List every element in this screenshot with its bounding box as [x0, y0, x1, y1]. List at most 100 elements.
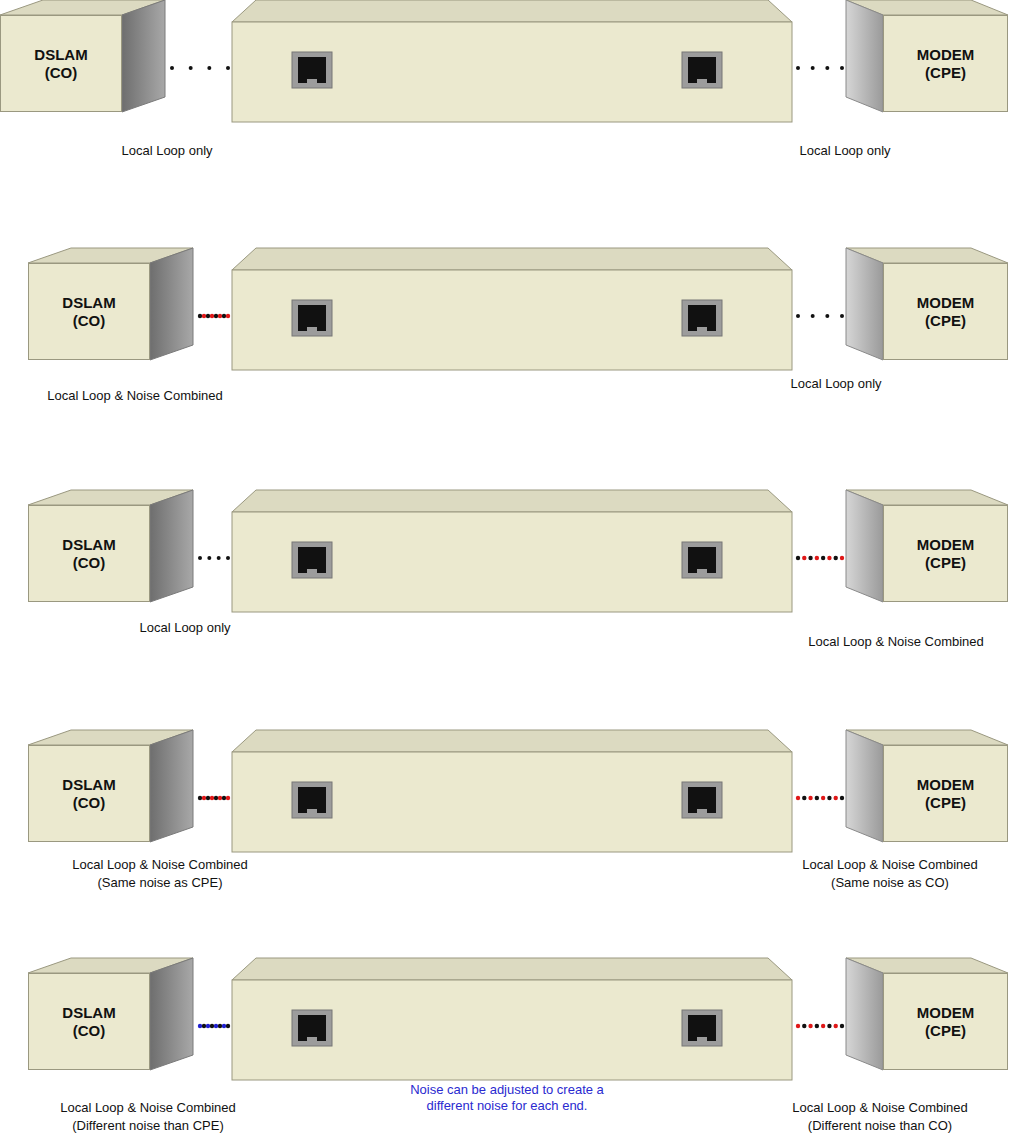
caption-label: Local Loop & Noise Combined — [72, 857, 248, 873]
loop-dot — [226, 796, 230, 800]
device-lid — [232, 958, 792, 980]
device-body — [232, 270, 792, 370]
loop-dot — [210, 796, 214, 800]
rj45-jack — [298, 1015, 326, 1041]
loop-dot — [821, 796, 825, 800]
device-name: DSLAM (CO) — [52, 294, 126, 330]
rj45-port — [292, 300, 332, 336]
dslam-box: DSLAM (CO) — [28, 263, 150, 360]
rj45-port — [682, 300, 722, 336]
loop-dot — [222, 796, 226, 800]
rj45-tab — [307, 79, 317, 83]
loop-dot — [218, 1024, 222, 1028]
rj45-jack — [298, 787, 326, 813]
loop-dot — [214, 1024, 218, 1028]
rj45-tab — [697, 569, 707, 573]
rj45-jack — [688, 1015, 716, 1041]
caption-label: Local Loop only — [121, 143, 212, 159]
device-body — [232, 512, 792, 612]
loop-dot — [202, 796, 206, 800]
loop-dot — [840, 66, 844, 70]
rj45-tab — [697, 79, 707, 83]
caption-label: Local Loop & Noise Combined — [808, 634, 984, 650]
cube-side — [150, 248, 193, 360]
loop-dot — [206, 314, 210, 318]
rj45-jack — [688, 787, 716, 813]
note-text: Noise can be adjusted to create a differ… — [387, 1082, 627, 1114]
loop-dot — [796, 556, 800, 560]
rj45-port — [682, 1010, 722, 1046]
loop-dot — [202, 1024, 206, 1028]
rj45-port — [292, 52, 332, 88]
cube-side — [846, 0, 883, 112]
rj45-port — [682, 52, 722, 88]
rj45-tab — [307, 809, 317, 813]
device-name: DSLAM (CO) — [52, 536, 126, 572]
rj45-jack — [688, 547, 716, 573]
loop-dot — [198, 796, 202, 800]
loop-dot — [825, 314, 829, 318]
rj45-tab — [307, 327, 317, 331]
loop-dot — [222, 314, 226, 318]
rj45-jack — [298, 305, 326, 331]
caption-label: Local Loop & Noise Combined — [802, 857, 978, 873]
loop-dot — [827, 796, 831, 800]
loop-dot — [217, 556, 221, 560]
caption-label: (Different noise than CO) — [808, 1118, 952, 1134]
loop-dot — [214, 314, 218, 318]
loop-dot — [840, 796, 844, 800]
modem-box: MODEM (CPE) — [883, 505, 1008, 602]
loop-dot — [226, 314, 230, 318]
loop-dot — [796, 796, 800, 800]
loop-dot — [218, 796, 222, 800]
loop-dot — [206, 796, 210, 800]
loop-dot — [808, 796, 812, 800]
rj45-port — [292, 542, 332, 578]
loop-dot — [840, 1024, 844, 1028]
loop-dot — [821, 1024, 825, 1028]
device-name: MODEM (CPE) — [909, 294, 983, 330]
cube-side — [846, 958, 883, 1070]
loop-dot — [827, 1024, 831, 1028]
modem-box: MODEM (CPE) — [883, 263, 1008, 360]
rj45-jack — [688, 57, 716, 83]
loop-dot — [834, 1024, 838, 1028]
loop-dot — [815, 796, 819, 800]
modem-box: MODEM (CPE) — [883, 973, 1008, 1070]
cube-side — [846, 490, 883, 602]
device-body — [232, 980, 792, 1080]
device-name: DSLAM (CO) — [24, 46, 98, 82]
caption-label: Local Loop & Noise Combined — [792, 1100, 968, 1116]
loop-dot — [198, 314, 202, 318]
loop-dot — [815, 1024, 819, 1028]
caption-label: (Same noise as CPE) — [98, 875, 223, 891]
device-name: DSLAM (CO) — [52, 776, 126, 812]
device-name: MODEM (CPE) — [909, 776, 983, 812]
device-lid — [232, 730, 792, 752]
rj45-port — [682, 542, 722, 578]
cube-side — [150, 730, 193, 842]
modem-box: MODEM (CPE) — [883, 15, 1008, 112]
loop-dot — [840, 314, 844, 318]
loop-dot — [811, 314, 815, 318]
device-lid — [232, 0, 792, 22]
loop-dot — [796, 66, 800, 70]
rj45-tab — [697, 809, 707, 813]
device-name: MODEM (CPE) — [909, 536, 983, 572]
loop-dot — [840, 556, 844, 560]
rj45-port — [292, 1010, 332, 1046]
loop-dot — [214, 796, 218, 800]
loop-dot — [825, 66, 829, 70]
loop-dot — [827, 556, 831, 560]
modem-box: MODEM (CPE) — [883, 745, 1008, 842]
device-body — [232, 22, 792, 122]
loop-dot — [226, 66, 230, 70]
loop-dot — [198, 1024, 202, 1028]
loop-dot — [821, 556, 825, 560]
rj45-tab — [697, 1037, 707, 1041]
cube-side — [846, 730, 883, 842]
loop-dot — [226, 1024, 230, 1028]
loop-dot — [206, 1024, 210, 1028]
rj45-jack — [298, 57, 326, 83]
